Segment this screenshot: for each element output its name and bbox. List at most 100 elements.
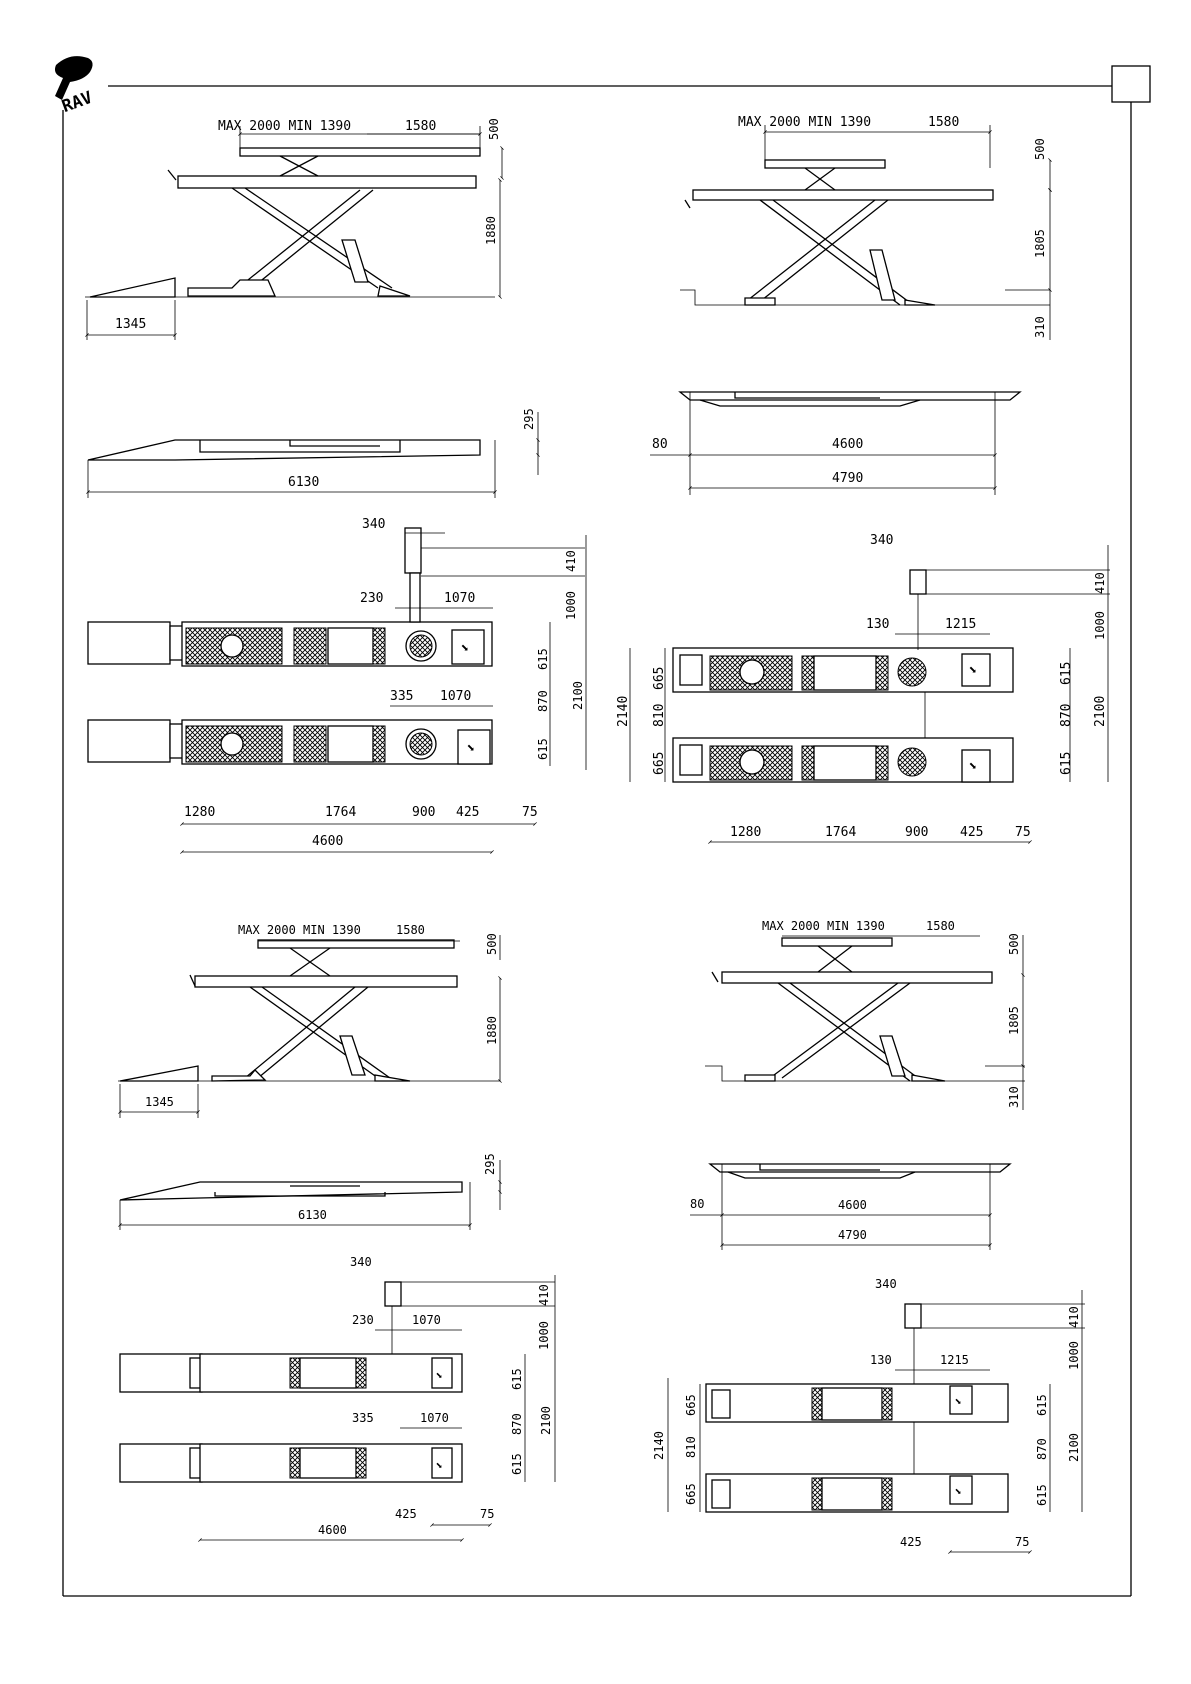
dim-130: 130 bbox=[870, 1353, 892, 1367]
dim-80: 80 bbox=[652, 437, 668, 452]
dim-665: 665 bbox=[684, 1483, 698, 1505]
dim-230: 230 bbox=[352, 1313, 374, 1327]
dim-295: 295 bbox=[522, 408, 536, 430]
dim-1580: 1580 bbox=[396, 923, 425, 937]
dim-230: 230 bbox=[360, 591, 383, 606]
dim-310: 310 bbox=[1033, 316, 1047, 338]
dim-75: 75 bbox=[1015, 825, 1031, 840]
dim-615: 615 bbox=[510, 1368, 524, 1390]
dim-615: 615 bbox=[536, 648, 550, 670]
dim-340: 340 bbox=[362, 517, 385, 532]
dim-500: 500 bbox=[485, 933, 499, 955]
plan-view-d: ⬊ ⬊ 340 410 130 1215 1000 665 615 2140 8… bbox=[652, 1277, 1085, 1554]
dim-80: 80 bbox=[690, 1197, 704, 1211]
dim-425: 425 bbox=[395, 1507, 417, 1521]
dim-1345: 1345 bbox=[145, 1095, 174, 1109]
dim-1070: 1070 bbox=[412, 1313, 441, 1327]
dim-1000: 1000 bbox=[564, 591, 578, 620]
arrow-glyph: ⬊ bbox=[435, 1458, 442, 1472]
dim-1805: 1805 bbox=[1033, 229, 1047, 258]
dim-870: 870 bbox=[510, 1413, 524, 1435]
dim-665: 665 bbox=[684, 1394, 698, 1416]
plan-view-a: ⬊ ⬊ 340 410 230 1070 1000 615 335 1070 8… bbox=[87, 517, 587, 854]
side-view-a: MAX 2000 MIN 1390 1580 500 1880 1345 bbox=[85, 118, 504, 340]
dim-615: 615 bbox=[1035, 1394, 1049, 1416]
max-min-label: MAX 2000 MIN 1390 bbox=[238, 923, 361, 937]
dim-410: 410 bbox=[1093, 572, 1107, 594]
dim-425: 425 bbox=[960, 825, 983, 840]
dim-665: 665 bbox=[652, 752, 667, 775]
dim-1000: 1000 bbox=[537, 1321, 551, 1350]
max-min-label: MAX 2000 MIN 1390 bbox=[762, 919, 885, 933]
dim-1580: 1580 bbox=[926, 919, 955, 933]
dim-75: 75 bbox=[522, 805, 538, 820]
dim-410: 410 bbox=[1067, 1306, 1081, 1328]
dim-4600: 4600 bbox=[312, 834, 343, 849]
side-view-b: MAX 2000 MIN 1390 1580 500 1805 310 bbox=[680, 115, 1052, 340]
dim-1805: 1805 bbox=[1007, 1006, 1021, 1035]
dim-2100: 2100 bbox=[539, 1406, 553, 1435]
dim-4790: 4790 bbox=[838, 1228, 867, 1242]
dim-810: 810 bbox=[684, 1436, 698, 1458]
dim-870: 870 bbox=[536, 690, 550, 712]
dim-340: 340 bbox=[875, 1277, 897, 1291]
dim-2100: 2100 bbox=[571, 681, 585, 710]
dim-1764: 1764 bbox=[325, 805, 356, 820]
dim-1000: 1000 bbox=[1093, 611, 1107, 640]
dim-2100: 2100 bbox=[1067, 1433, 1081, 1462]
dim-810: 810 bbox=[652, 704, 667, 727]
arrow-glyph: ⬊ bbox=[968, 758, 976, 774]
dim-900: 900 bbox=[905, 825, 928, 840]
dim-6130: 6130 bbox=[288, 475, 319, 490]
dim-1070: 1070 bbox=[444, 591, 475, 606]
dim-340: 340 bbox=[350, 1255, 372, 1269]
dim-6130: 6130 bbox=[298, 1208, 327, 1222]
dim-1215: 1215 bbox=[940, 1353, 969, 1367]
rav-logo: RAV bbox=[54, 56, 95, 117]
dim-665: 665 bbox=[652, 667, 667, 690]
arrow-glyph: ⬊ bbox=[968, 662, 976, 678]
dim-2100: 2100 bbox=[1093, 696, 1108, 727]
dim-1070: 1070 bbox=[420, 1411, 449, 1425]
dim-295: 295 bbox=[483, 1153, 497, 1175]
side-view-c: MAX 2000 MIN 1390 1580 500 1880 1345 bbox=[118, 923, 502, 1118]
arrow-glyph: ⬊ bbox=[435, 1368, 442, 1382]
dim-425: 425 bbox=[456, 805, 479, 820]
sheet-frame bbox=[62, 65, 1151, 1597]
length-view-b: 80 4600 4790 bbox=[650, 391, 1022, 495]
dim-500: 500 bbox=[1033, 138, 1047, 160]
plan-view-c: ⬊ ⬊ 340 410 230 1070 1000 615 335 1070 8… bbox=[119, 1255, 556, 1542]
length-view-c: 295 6130 bbox=[118, 1153, 502, 1230]
plan-view-b: ⬊ ⬊ 340 410 130 1215 1000 665 615 2140 8… bbox=[616, 533, 1110, 844]
dim-1280: 1280 bbox=[184, 805, 215, 820]
dim-1580: 1580 bbox=[928, 115, 959, 130]
dim-1345: 1345 bbox=[115, 317, 146, 332]
length-view-a: 295 6130 bbox=[86, 408, 540, 498]
arrow-glyph: ⬊ bbox=[954, 1484, 961, 1498]
arrow-glyph: ⬊ bbox=[466, 740, 474, 756]
dim-1880: 1880 bbox=[484, 216, 498, 245]
dim-1000: 1000 bbox=[1067, 1341, 1081, 1370]
dim-340: 340 bbox=[870, 533, 893, 548]
dim-1580: 1580 bbox=[405, 119, 436, 134]
length-view-d: 80 4600 4790 bbox=[690, 1163, 1012, 1250]
dim-4600: 4600 bbox=[318, 1523, 347, 1537]
dim-4600: 4600 bbox=[838, 1198, 867, 1212]
dim-615: 615 bbox=[510, 1453, 524, 1475]
dim-335: 335 bbox=[352, 1411, 374, 1425]
dim-615: 615 bbox=[536, 738, 550, 760]
dim-2140: 2140 bbox=[616, 696, 631, 727]
dim-425: 425 bbox=[900, 1535, 922, 1549]
max-min-label: MAX 2000 MIN 1390 bbox=[738, 115, 871, 130]
dim-1215: 1215 bbox=[945, 617, 976, 632]
dim-75: 75 bbox=[1015, 1535, 1029, 1549]
dim-615: 615 bbox=[1035, 1484, 1049, 1506]
dim-1880: 1880 bbox=[485, 1016, 499, 1045]
dim-500: 500 bbox=[1007, 933, 1021, 955]
dim-870: 870 bbox=[1059, 704, 1074, 727]
dim-615: 615 bbox=[1059, 752, 1074, 775]
max-min-label: MAX 2000 MIN 1390 bbox=[218, 119, 351, 134]
dim-410: 410 bbox=[564, 550, 578, 572]
dim-615: 615 bbox=[1059, 662, 1074, 685]
